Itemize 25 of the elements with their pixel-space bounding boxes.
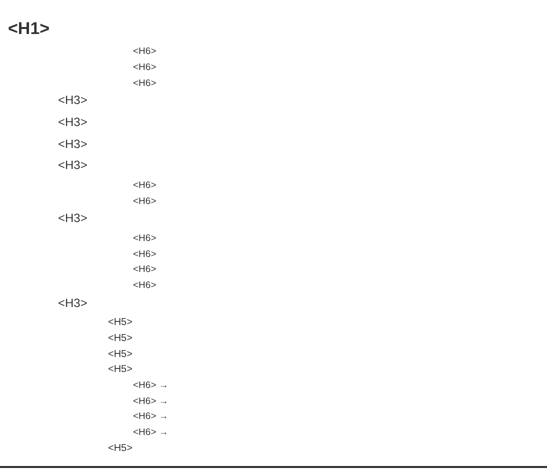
subsection-heading: <H5> [108, 365, 132, 375]
section-heading: <H3> [58, 158, 88, 171]
minor-heading: <H6> [133, 197, 156, 207]
minor-heading: <H6> [133, 281, 156, 291]
minor-heading: <H6> [133, 47, 156, 57]
page-heading: <H1> [8, 20, 50, 37]
minor-heading: <H6> [133, 234, 156, 244]
subsection-heading: <H5> [108, 334, 132, 344]
minor-heading: <H6> → [133, 397, 168, 407]
section-heading: <H3> [58, 94, 88, 106]
section-heading: <H3> [58, 296, 88, 309]
minor-heading: <H6> [133, 265, 156, 275]
subsection-heading: <H5> [108, 350, 132, 360]
section-heading: <H3> [58, 116, 88, 128]
section-heading: <H3> [58, 138, 88, 150]
subsection-heading: <H5> [108, 444, 132, 454]
subsection-heading: <H5> [108, 318, 132, 328]
minor-heading: <H6> [133, 250, 156, 260]
minor-heading: <H6> → [133, 428, 168, 438]
minor-heading: <H6> [133, 181, 156, 191]
minor-heading: <H6> [133, 79, 156, 89]
minor-heading: <H6> → [133, 412, 168, 422]
minor-heading: <H6> [133, 63, 156, 73]
section-heading: <H3> [58, 212, 88, 224]
minor-heading: <H6> → [133, 381, 168, 391]
